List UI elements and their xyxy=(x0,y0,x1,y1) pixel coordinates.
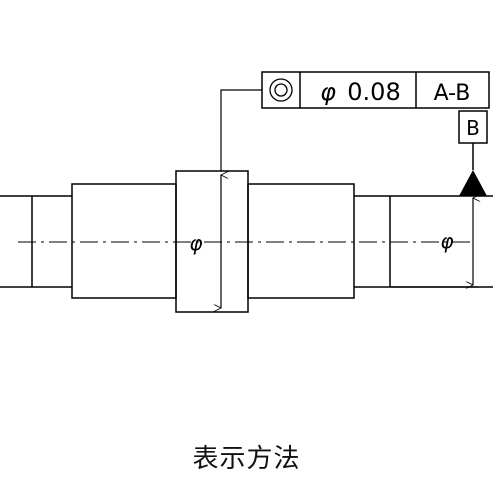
caption: 表示方法 xyxy=(192,444,301,474)
concentricity-icon xyxy=(269,78,293,102)
datum-letter-box xyxy=(458,110,488,144)
shaft-left-section xyxy=(71,183,177,299)
end-diameter-mark: φ xyxy=(440,229,453,253)
tolerance-diameter-symbol: φ xyxy=(320,78,336,106)
shaft-left-end xyxy=(0,195,72,288)
datum-letter: B xyxy=(466,116,480,140)
shaft-right-section xyxy=(247,183,355,299)
collar-diameter-mark: φ xyxy=(189,231,202,255)
datum-reference: A-B xyxy=(434,81,471,106)
tolerance-value: 0.08 xyxy=(347,78,400,106)
end-diameter-dimension xyxy=(390,198,478,287)
fcf-leader xyxy=(220,89,262,171)
feature-control-frame: φ 0.08 A-B xyxy=(261,71,490,109)
datum-triangle xyxy=(459,170,487,196)
